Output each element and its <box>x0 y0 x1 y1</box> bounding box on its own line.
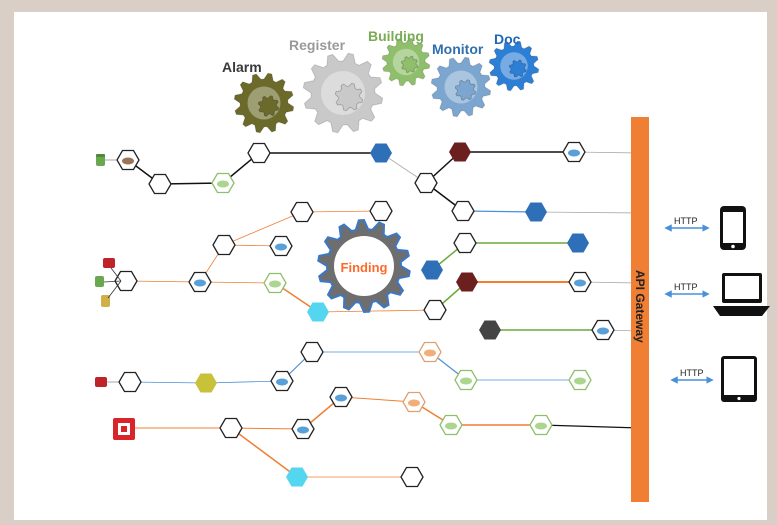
container-icon <box>335 394 347 402</box>
gear-label-register: Register <box>289 37 346 53</box>
service-node <box>423 299 447 321</box>
container-icon <box>408 399 420 407</box>
monitor-gear-small <box>454 79 477 101</box>
service-node-filled <box>567 233 589 253</box>
service-node <box>414 172 438 194</box>
service-node-filled <box>370 143 392 163</box>
gear-label-monitor: Monitor <box>432 41 484 57</box>
service-node <box>369 200 393 222</box>
container-icon <box>535 422 547 430</box>
container-icon <box>574 279 586 287</box>
service-nodes <box>114 141 615 488</box>
service-node <box>451 200 475 222</box>
service-node <box>400 466 424 488</box>
container-icon <box>424 349 436 357</box>
container-icon <box>297 426 309 434</box>
container-icon <box>217 180 229 188</box>
connection-line <box>230 427 298 478</box>
service-node-filled <box>421 260 443 280</box>
service-node <box>118 371 142 393</box>
connection-line <box>230 427 304 430</box>
service-node <box>247 142 271 164</box>
connection-line <box>301 210 382 213</box>
finding-gear <box>317 218 411 314</box>
service-node <box>453 232 477 254</box>
finding-gear-hole <box>334 236 394 296</box>
service-node <box>290 201 314 223</box>
register-gear-small <box>334 82 364 112</box>
api-gateway-bar <box>631 117 649 502</box>
container-icon <box>275 243 287 251</box>
database-stack-icon <box>95 258 122 307</box>
device-laptop-group: HTTP <box>664 273 770 316</box>
container-icon <box>460 377 472 385</box>
device-tablet-group: HTTP <box>670 356 757 402</box>
service-node-filled <box>307 302 329 322</box>
doc-gear-small <box>508 59 527 78</box>
service-node-filled <box>286 467 308 487</box>
container-icon <box>445 422 457 430</box>
service-node-filled <box>195 373 217 393</box>
http-label-tablet: HTTP <box>680 368 704 378</box>
connection-line <box>535 211 641 214</box>
server-icon-red <box>113 418 135 440</box>
database-icon-red <box>95 377 107 387</box>
gear-label-building: Building <box>368 28 424 44</box>
device-phone-group: HTTP <box>664 206 746 250</box>
phone-icon <box>720 206 746 250</box>
container-icon <box>597 327 609 335</box>
service-node-filled <box>456 272 478 292</box>
building-gear-small <box>400 55 419 74</box>
http-label-phone: HTTP <box>674 216 698 226</box>
container-icon <box>122 157 134 165</box>
container-icon <box>574 377 586 385</box>
connection-line <box>205 380 283 384</box>
database-icon-top <box>96 154 105 166</box>
http-label-laptop: HTTP <box>674 282 698 292</box>
container-icon <box>568 149 580 157</box>
connection-line <box>129 381 207 384</box>
alarm-gear-small <box>257 95 280 117</box>
service-node <box>219 417 243 439</box>
connection-line <box>199 281 276 284</box>
container-icon <box>269 280 281 288</box>
laptop-icon <box>713 273 770 316</box>
finding-label: Finding <box>341 260 388 275</box>
connection-line <box>340 396 415 403</box>
tablet-icon <box>721 356 757 402</box>
top-gears <box>233 37 540 134</box>
connection-line <box>317 309 436 313</box>
gear-label-alarm: Alarm <box>222 59 262 75</box>
container-icon <box>276 378 288 386</box>
service-node-filled <box>525 202 547 222</box>
service-node <box>300 341 324 363</box>
service-node <box>212 234 236 256</box>
service-node-filled <box>479 320 501 340</box>
service-node-filled <box>449 142 471 162</box>
connection-line <box>540 424 641 429</box>
gear-label-doc: Doc <box>494 31 521 47</box>
api-gateway-label: API Gateway <box>633 270 647 343</box>
connection-line <box>462 210 537 213</box>
service-node <box>148 173 172 195</box>
connection-line <box>223 211 303 246</box>
connection-line <box>125 280 201 283</box>
container-icon <box>194 279 206 287</box>
